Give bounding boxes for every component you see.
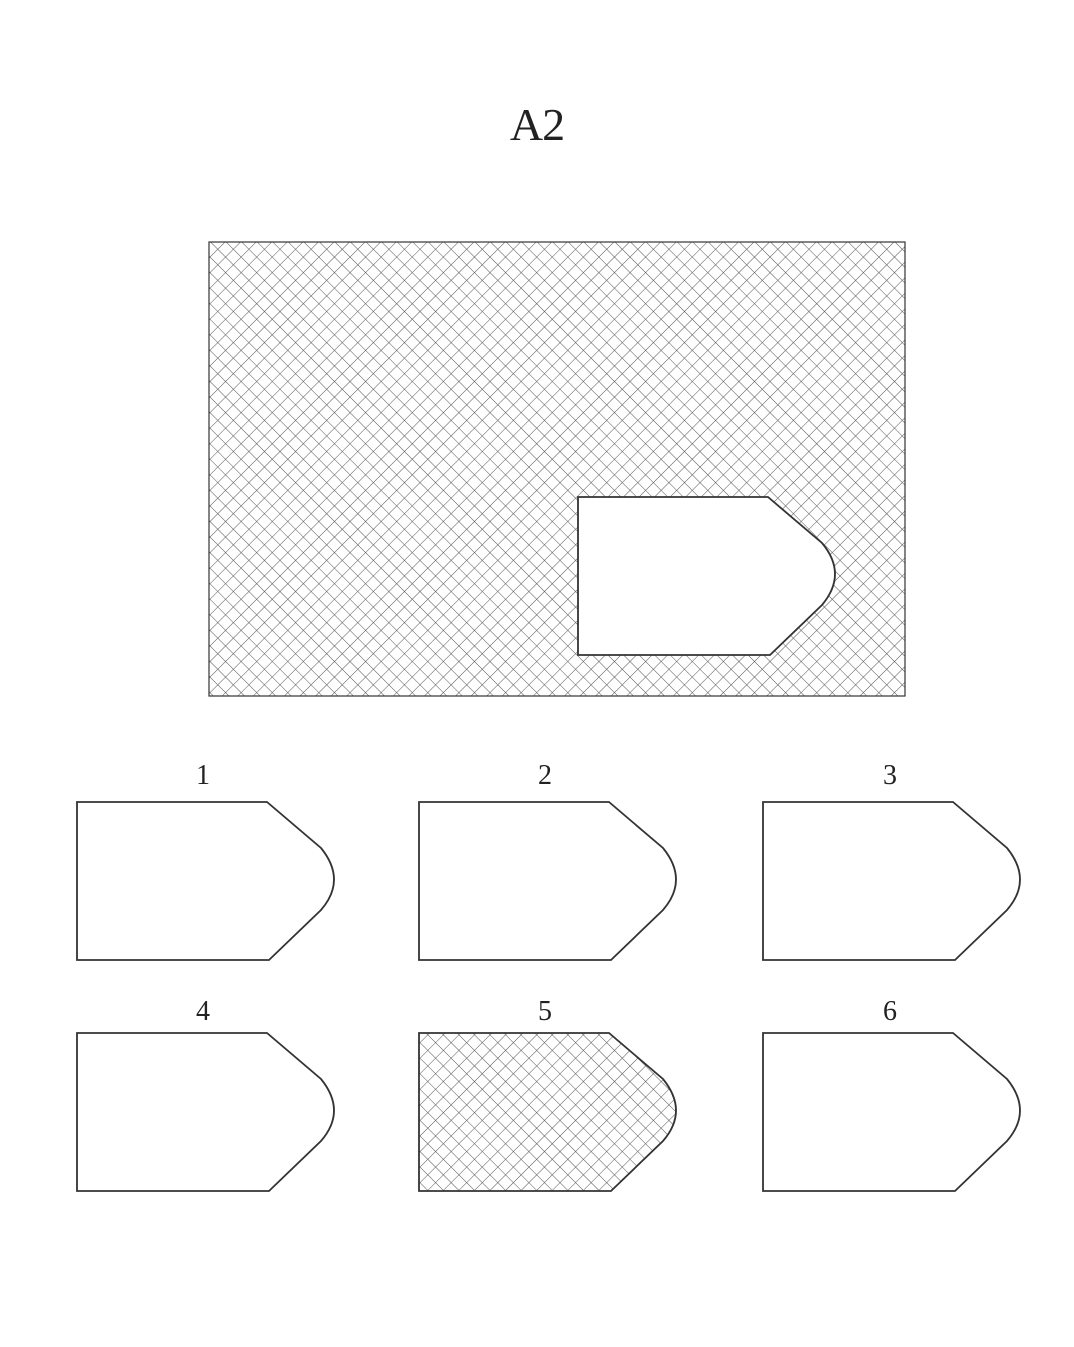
option-4-label: 4 [196, 996, 210, 1027]
option-4[interactable] [76, 1032, 335, 1192]
problem-panel [208, 241, 906, 697]
option-4-shape[interactable] [76, 1032, 335, 1192]
option-5-label: 5 [538, 996, 552, 1027]
option-1[interactable] [76, 801, 335, 961]
option-6[interactable] [762, 1032, 1021, 1192]
option-6-label: 6 [883, 996, 897, 1027]
option-2-shape[interactable] [418, 801, 677, 961]
option-6-shape[interactable] [762, 1032, 1021, 1192]
option-3[interactable] [762, 801, 1021, 961]
option-5[interactable] [418, 1032, 677, 1192]
option-1-shape[interactable] [76, 801, 335, 961]
option-5-shape[interactable] [418, 1032, 677, 1192]
option-2-label: 2 [538, 760, 552, 791]
hatched-field [208, 241, 906, 697]
missing-piece-cutout [577, 496, 836, 656]
option-3-shape[interactable] [762, 801, 1021, 961]
option-1-label: 1 [196, 760, 210, 791]
option-2[interactable] [418, 801, 677, 961]
page-title: A2 [509, 99, 565, 150]
option-3-label: 3 [883, 760, 897, 791]
